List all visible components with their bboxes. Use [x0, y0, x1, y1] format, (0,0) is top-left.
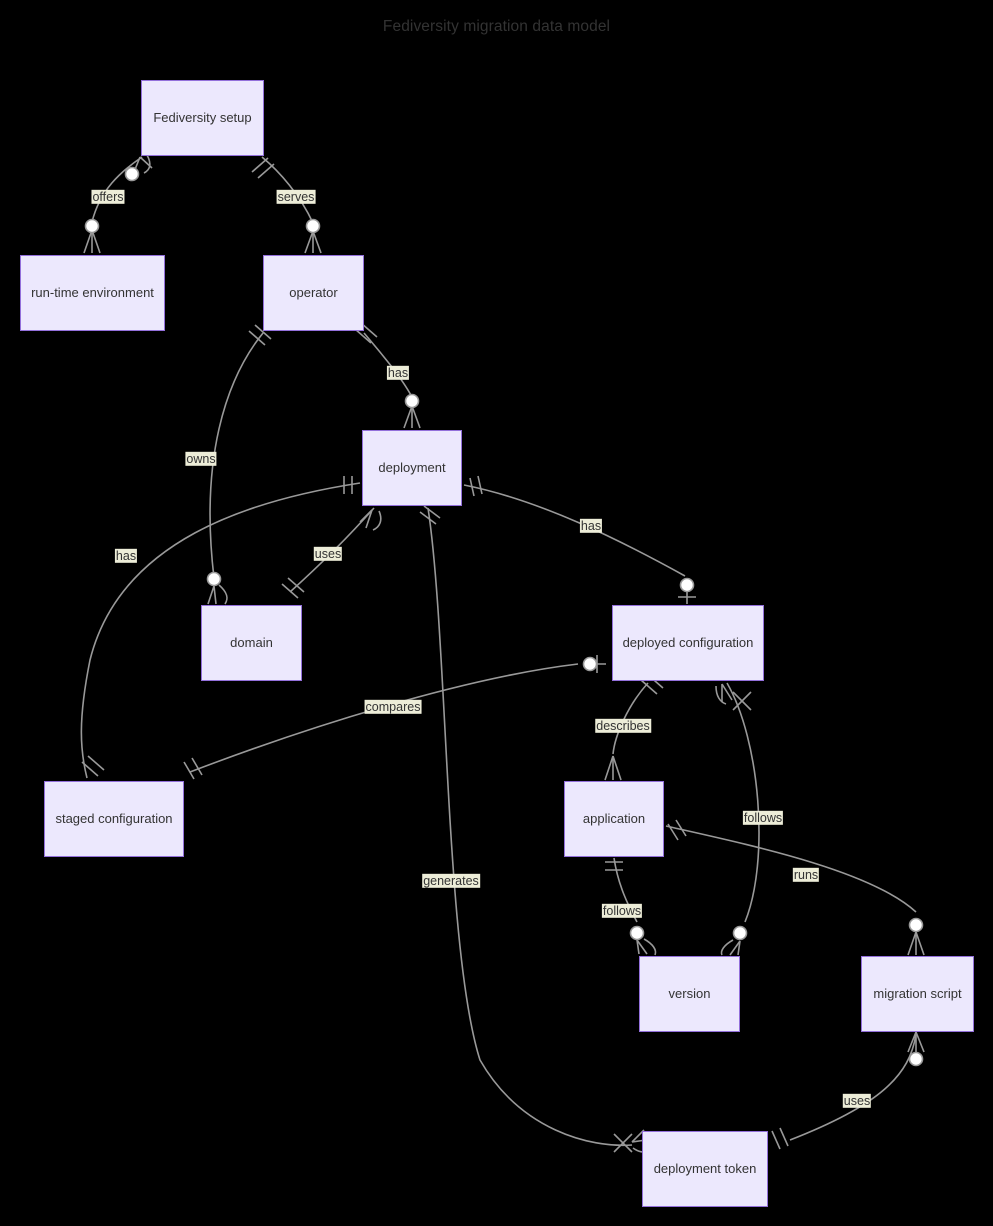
edge-operator-has-deployment	[363, 332, 413, 398]
edge-deployed-follows-version	[726, 682, 760, 923]
marker-deployment-has-staged-one	[343, 476, 353, 494]
edge-deployment-generates-token	[427, 507, 633, 1147]
relationship-label-deployed-follows: follows	[742, 810, 784, 826]
marker-deployed-circle	[679, 577, 695, 593]
entity-label: operator	[289, 285, 338, 301]
marker-application-describes-many	[604, 755, 622, 781]
marker-migration-many	[907, 931, 925, 956]
entity-label: deployment token	[653, 1161, 757, 1177]
marker-compares-circle	[582, 656, 598, 672]
marker-token-generates-cross	[613, 1133, 633, 1153]
relationship-label-runs: runs	[792, 867, 820, 883]
marker-version-follows-many	[720, 939, 741, 956]
marker-domain-uses-one	[281, 577, 305, 599]
relationship-label-application-follows: follows	[601, 903, 643, 919]
relationship-label-operator-has: has	[386, 365, 410, 381]
relationship-label-uses-domain: uses	[313, 546, 343, 562]
marker-operator-many	[304, 230, 322, 254]
marker-operator-circle	[305, 218, 321, 234]
marker-runtime-circle	[84, 218, 100, 234]
marker-token-uses-one	[771, 1127, 789, 1150]
edge-migration-uses-token	[789, 1033, 917, 1141]
relationship-label-describes: describes	[595, 718, 651, 734]
relationship-label-deployment-has-deployed: has	[579, 518, 603, 534]
marker-migration-uses-circle	[908, 1051, 924, 1067]
edge-setup-offers-runtime	[91, 156, 143, 223]
marker-version-circle	[629, 925, 645, 941]
entity-application[interactable]: application	[564, 781, 664, 857]
edge-application-runs-migration	[665, 825, 917, 913]
marker-migration-uses-many	[907, 1031, 925, 1053]
entity-deployment-token[interactable]: deployment token	[642, 1131, 768, 1207]
entity-operator[interactable]: operator	[263, 255, 364, 331]
marker-deployed-follows-cross	[732, 691, 752, 711]
entity-deployment[interactable]: deployment	[362, 430, 462, 506]
marker-deployment-circle	[404, 393, 420, 409]
edge-setup-serves-operator	[261, 156, 314, 224]
marker-deployed-zero-or-one	[678, 592, 696, 604]
entity-label: domain	[230, 635, 273, 651]
marker-domain-owns-many	[207, 584, 228, 605]
entity-run-time-environment[interactable]: run-time environment	[20, 255, 165, 331]
marker-runtime-offers-circle	[124, 166, 140, 182]
entity-version[interactable]: version	[639, 956, 740, 1032]
entity-label: deployment	[378, 460, 446, 476]
marker-version-many	[636, 938, 657, 956]
entity-deployed-configuration[interactable]: deployed configuration	[612, 605, 764, 681]
marker-application-runs-one	[667, 819, 687, 841]
entity-label: Fediversity setup	[153, 110, 252, 126]
entity-fediversity-setup[interactable]: Fediversity setup	[141, 80, 264, 156]
entity-staged-configuration[interactable]: staged configuration	[44, 781, 184, 857]
marker-domain-circle	[206, 571, 222, 587]
entity-label: migration script	[873, 986, 962, 1002]
relationship-label-generates: generates	[422, 873, 480, 889]
marker-application-follows-one	[605, 861, 623, 871]
edge-operator-owns-domain	[209, 332, 264, 579]
entity-domain[interactable]: domain	[201, 605, 302, 681]
relationship-label-deployment-has-staged: has	[114, 548, 138, 564]
entity-migration-script[interactable]: migration script	[861, 956, 974, 1032]
entity-label: version	[668, 986, 711, 1002]
marker-deployment-uses-many	[359, 509, 382, 531]
entity-label: application	[582, 811, 646, 827]
diagram-title: Fediversity migration data model	[382, 18, 611, 35]
marker-migration-circle	[908, 917, 924, 933]
marker-version-follows-circle	[732, 925, 748, 941]
relationship-label-serves: serves	[276, 189, 316, 205]
entity-label: staged configuration	[55, 811, 173, 827]
marker-deployed-follows-many	[715, 683, 733, 705]
marker-staged-compares-one	[183, 757, 203, 780]
relationship-label-offers: offers	[91, 189, 125, 205]
marker-setup-serves-one	[251, 157, 275, 179]
marker-deployment-many	[403, 405, 421, 429]
marker-runtime-many	[83, 229, 101, 254]
marker-deployment-has-deployed-one	[469, 475, 483, 497]
marker-staged-has-one	[81, 755, 105, 777]
edge-deployment-has-staged	[80, 482, 361, 779]
relationship-label-uses-token: uses	[842, 1093, 872, 1109]
edge-deployment-has-deployed	[463, 484, 686, 577]
marker-deployment-generates-one	[419, 505, 441, 525]
relationship-label-owns: owns	[185, 451, 217, 467]
entity-label: deployed configuration	[622, 635, 754, 651]
marker-operator-owns-one	[248, 324, 272, 346]
relationship-label-compares: compares	[364, 699, 422, 715]
entity-label: run-time environment	[31, 285, 154, 301]
